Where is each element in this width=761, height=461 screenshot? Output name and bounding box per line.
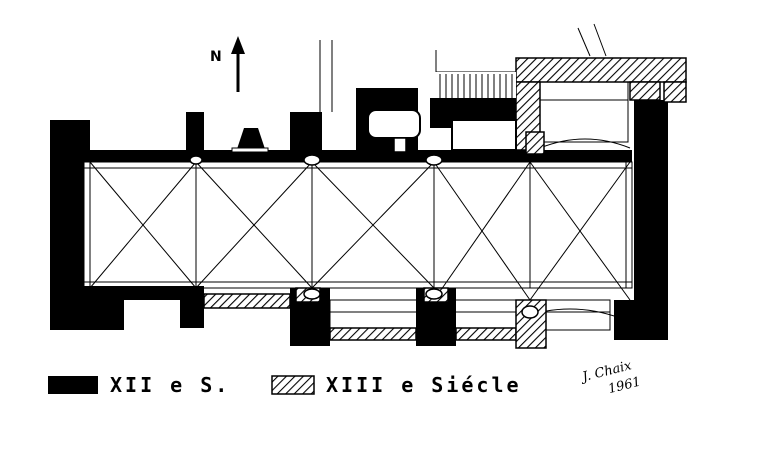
legend: XII e S. XIII e Siécle bbox=[48, 373, 522, 397]
legend-label-12th-century: XII e S. bbox=[110, 373, 230, 397]
signature: J. Chaix 1961 bbox=[578, 358, 642, 397]
north-arrow: N bbox=[210, 36, 245, 92]
buttress-trapezoid bbox=[236, 128, 266, 152]
legend-label-13th-century: XIII e Siécle bbox=[326, 373, 522, 397]
legend-swatch-12th-century bbox=[48, 376, 98, 394]
piers bbox=[189, 154, 539, 319]
arrow-up-icon bbox=[231, 36, 245, 54]
walls-12th-century bbox=[50, 88, 668, 346]
north-label: N bbox=[210, 49, 222, 65]
legend-swatch-13th-century bbox=[271, 375, 315, 395]
north-features bbox=[231, 72, 517, 153]
